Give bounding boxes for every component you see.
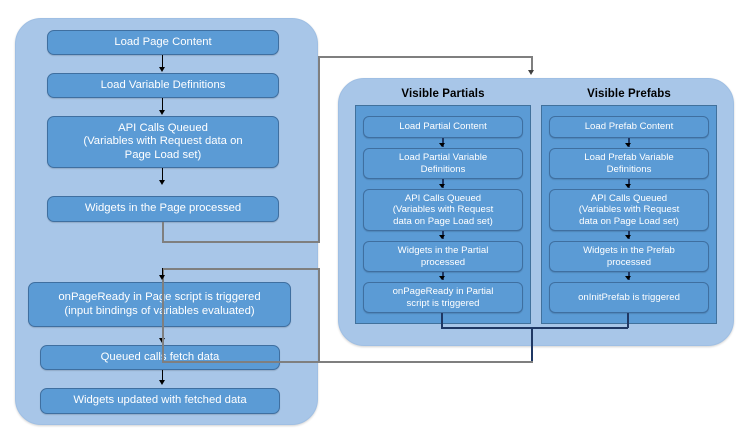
crossconnector-out-riser <box>318 56 320 242</box>
process-box-queued-calls-fetch-data[interactable]: Queued calls fetch data <box>40 345 280 370</box>
connector-into-phase-two <box>162 268 164 278</box>
arrowhead-page-5 <box>159 380 165 385</box>
connector-page-5 <box>162 370 164 383</box>
arrowhead-page-1 <box>159 67 165 72</box>
connector-partial-2 <box>442 179 444 188</box>
arrowhead-page-3 <box>159 180 165 185</box>
crossconnector-back-dropper <box>318 268 320 362</box>
process-box-partial-widgets[interactable]: Widgets in the Partial processed <box>363 241 523 272</box>
arrowhead-prefab-1 <box>625 143 631 147</box>
process-box-prefab-api-calls[interactable]: API Calls Queued (Variables with Request… <box>549 189 709 231</box>
arrowhead-partial-3 <box>439 235 445 239</box>
process-box-load-page-content[interactable]: Load Page Content <box>47 30 279 55</box>
connector-partial-1 <box>442 138 444 147</box>
arrowhead-partial-1 <box>439 143 445 147</box>
group-label-visible-partials: Visible Partials <box>401 88 485 100</box>
crossconnector-out-horizontal-top <box>318 56 532 58</box>
arrowhead-into-phase-two <box>159 275 165 280</box>
process-box-load-prefab-content[interactable]: Load Prefab Content <box>549 116 709 138</box>
connector-prefab-1 <box>628 138 630 147</box>
group-label-visible-prefabs: Visible Prefabs <box>587 88 671 100</box>
crossconnector-out-dropper <box>531 56 533 72</box>
arrowhead-partial-2 <box>439 184 445 188</box>
arrowhead-to-component-panel <box>528 70 534 75</box>
connector-page-1 <box>162 55 164 70</box>
crossconnector-out-vertical <box>162 222 164 242</box>
process-box-widgets-in-page-processed[interactable]: Widgets in the Page processed <box>47 196 279 222</box>
arrowhead-prefab-3 <box>625 235 631 239</box>
merge-horizontal-partials <box>441 327 533 329</box>
process-box-load-partial-content[interactable]: Load Partial Content <box>363 116 523 138</box>
process-box-partial-onpageready[interactable]: onPageReady in Partial script is trigger… <box>363 282 523 313</box>
crossconnector-back-horizontal-top <box>162 268 320 270</box>
process-box-prefab-oninit[interactable]: onInitPrefab is triggered <box>549 282 709 313</box>
crossconnector-back-horizontal <box>162 361 533 363</box>
process-box-load-prefab-variables[interactable]: Load Prefab Variable Definitions <box>549 148 709 179</box>
connector-page-3 <box>162 168 164 183</box>
merge-riser-prefabs <box>627 313 629 328</box>
process-box-load-variable-definitions[interactable]: Load Variable Definitions <box>47 73 279 98</box>
connector-prefab-2 <box>628 179 630 188</box>
process-box-load-partial-variables[interactable]: Load Partial Variable Definitions <box>363 148 523 179</box>
arrowhead-prefab-2 <box>625 184 631 188</box>
process-box-widgets-updated[interactable]: Widgets updated with fetched data <box>40 388 280 414</box>
merge-riser-partials <box>441 313 443 328</box>
arrowhead-partial-4 <box>439 276 445 280</box>
process-box-api-calls-queued[interactable]: API Calls Queued (Variables with Request… <box>47 116 279 168</box>
process-box-prefab-widgets[interactable]: Widgets in the Prefab processed <box>549 241 709 272</box>
merge-dropper <box>531 327 533 362</box>
crossconnector-out-horizontal-low <box>162 241 320 243</box>
process-box-partial-api-calls[interactable]: API Calls Queued (Variables with Request… <box>363 189 523 231</box>
arrowhead-page-2 <box>159 110 165 115</box>
merge-horizontal-prefabs <box>531 327 628 329</box>
process-box-onpageready-triggered[interactable]: onPageReady in Page script is triggered … <box>28 282 291 327</box>
connector-page-2 <box>162 98 164 113</box>
arrowhead-prefab-4 <box>625 276 631 280</box>
crossconnector-back-riser <box>162 268 164 362</box>
